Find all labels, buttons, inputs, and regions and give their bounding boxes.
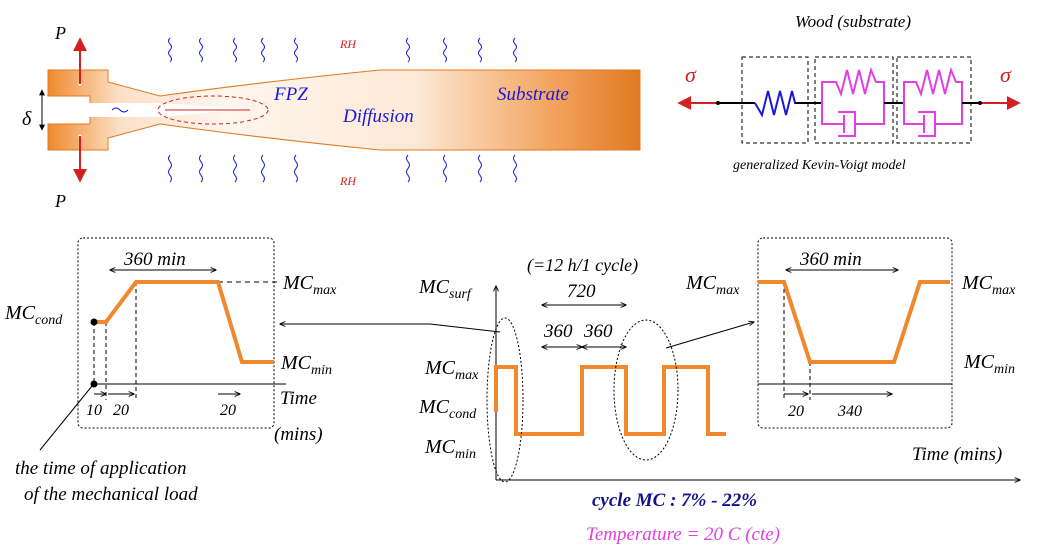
elastic-spring	[754, 90, 808, 118]
humidity-squiggle-top-3	[261, 37, 265, 63]
left-tick-10: 10	[86, 402, 102, 419]
left-tick-20b: 20	[220, 402, 236, 419]
moisture-squiggle	[111, 107, 129, 113]
left-mc-min: MCmin	[280, 352, 332, 378]
substrate-label: Substrate	[497, 84, 569, 105]
left-tick-20a: 20	[113, 402, 129, 419]
left-zoom-panel: 360 min 10 20 20 MCmax MCcond MCmin Time…	[4, 237, 337, 505]
period-label: 720	[567, 281, 596, 302]
load-label-bottom: P	[54, 191, 66, 211]
load-note-line-2: of the mechanical load	[24, 484, 198, 505]
left-cond-dot	[90, 318, 98, 326]
kv-element-box-2	[896, 56, 972, 144]
humidity-squiggle-bottom-2	[233, 154, 237, 183]
humidity-squiggle-top-2	[233, 37, 237, 63]
kv-element-1	[821, 66, 885, 137]
left-zoom-frame	[77, 237, 275, 429]
zoom-arrow-left-link	[429, 323, 501, 333]
left-duration-label: 360 min	[123, 249, 186, 270]
load-note-line-1: the time of application	[15, 458, 187, 479]
rh-label-bottom: RH	[339, 174, 357, 188]
humidity-squiggle-top-7	[478, 37, 482, 63]
right-mc-max-right: MCmax	[961, 272, 1016, 298]
right-duration-label: 360 min	[799, 249, 862, 270]
cycle-note: (=12 h/1 cycle)	[527, 255, 638, 276]
humidity-squiggle-top-4	[294, 37, 298, 63]
crack-gap	[48, 103, 160, 117]
kv-element-2	[903, 66, 963, 137]
humidity-squiggle-bottom-5	[406, 154, 410, 183]
humidity-squiggle-bottom-3	[261, 154, 265, 183]
right-zoom-panel: 360 min 20 340 MCmax MCmax MCmin	[685, 237, 1016, 429]
humidity-squiggle-top-1	[199, 37, 203, 63]
humidity-squiggle-top-5	[406, 37, 410, 63]
half-label-1: 360	[543, 321, 573, 342]
load-label-top: P	[54, 23, 66, 43]
specimen: P P δ FPZ Diffusion Substrate RH RH	[22, 23, 641, 211]
right-mc-curve	[758, 280, 950, 364]
right-tick-340: 340	[837, 403, 862, 420]
temperature-label: Temperature = 20 C (cte)	[586, 524, 780, 545]
left-load-dot	[90, 380, 98, 388]
right-tick-20: 20	[788, 403, 804, 420]
kelvin-voigt-model: Wood (substrate) σ σ generalized Kevin	[677, 12, 1021, 173]
cycle-mc-label: cycle MC : 7% - 22%	[592, 490, 757, 511]
center-mc-surf: MCsurf	[418, 276, 473, 302]
left-time-unit: (mins)	[274, 424, 323, 445]
spring-box	[741, 56, 809, 144]
humidity-squiggle-bottom-1	[199, 154, 203, 183]
center-time-axis-label: Time (mins)	[912, 444, 1002, 465]
center-mc-min: MCmin	[424, 436, 476, 462]
humidity-squiggle-bottom-7	[478, 154, 482, 183]
left-mc-max: MCmax	[282, 272, 337, 298]
right-mc-max-left: MCmax	[685, 272, 740, 298]
humidity-squiggle-bottom-6	[443, 154, 447, 183]
fpz-ellipse	[157, 95, 269, 125]
model-title: Wood (substrate)	[795, 12, 911, 31]
kv-element-box-1	[814, 56, 894, 144]
humidity-squiggles	[168, 37, 517, 183]
right-mc-min: MCmin	[963, 351, 1015, 377]
half-label-2: 360	[583, 321, 613, 342]
humidity-squiggle-top-6	[443, 37, 447, 63]
humidity-squiggle-top-8	[513, 37, 517, 63]
center-mc-curve	[494, 365, 726, 436]
center-mc-cond: MCcond	[418, 396, 477, 422]
rh-label-top: RH	[339, 37, 357, 51]
left-time-label: Time	[280, 388, 317, 409]
left-mc-cond: MCcond	[4, 302, 63, 328]
sigma-label-left: σ	[685, 62, 697, 87]
right-zoom-frame	[757, 237, 953, 429]
specimen-body	[47, 69, 641, 151]
center-mc-max: MCmax	[424, 357, 479, 383]
fpz-label: FPZ	[273, 84, 308, 105]
humidity-squiggle-bottom-8	[513, 154, 517, 183]
sigma-label-right: σ	[1000, 62, 1012, 87]
humidity-squiggle-bottom-4	[294, 154, 298, 183]
center-zoom-ellipse-right	[613, 319, 679, 461]
center-zoom-ellipse-left	[486, 317, 524, 483]
zoom-arrow-right	[665, 322, 754, 349]
opening-label: δ	[22, 108, 32, 130]
diffusion-label: Diffusion	[342, 106, 414, 127]
load-note-pointer	[39, 385, 93, 451]
humidity-squiggle-bottom-0	[168, 154, 172, 183]
center-cycle-plot: (=12 h/1 cycle) 720 360 360 MCsurf MCmax…	[280, 255, 1020, 482]
humidity-squiggle-top-0	[168, 37, 172, 63]
model-caption: generalized Kevin-Voigt model	[733, 158, 906, 173]
left-mc-curve	[94, 280, 274, 364]
